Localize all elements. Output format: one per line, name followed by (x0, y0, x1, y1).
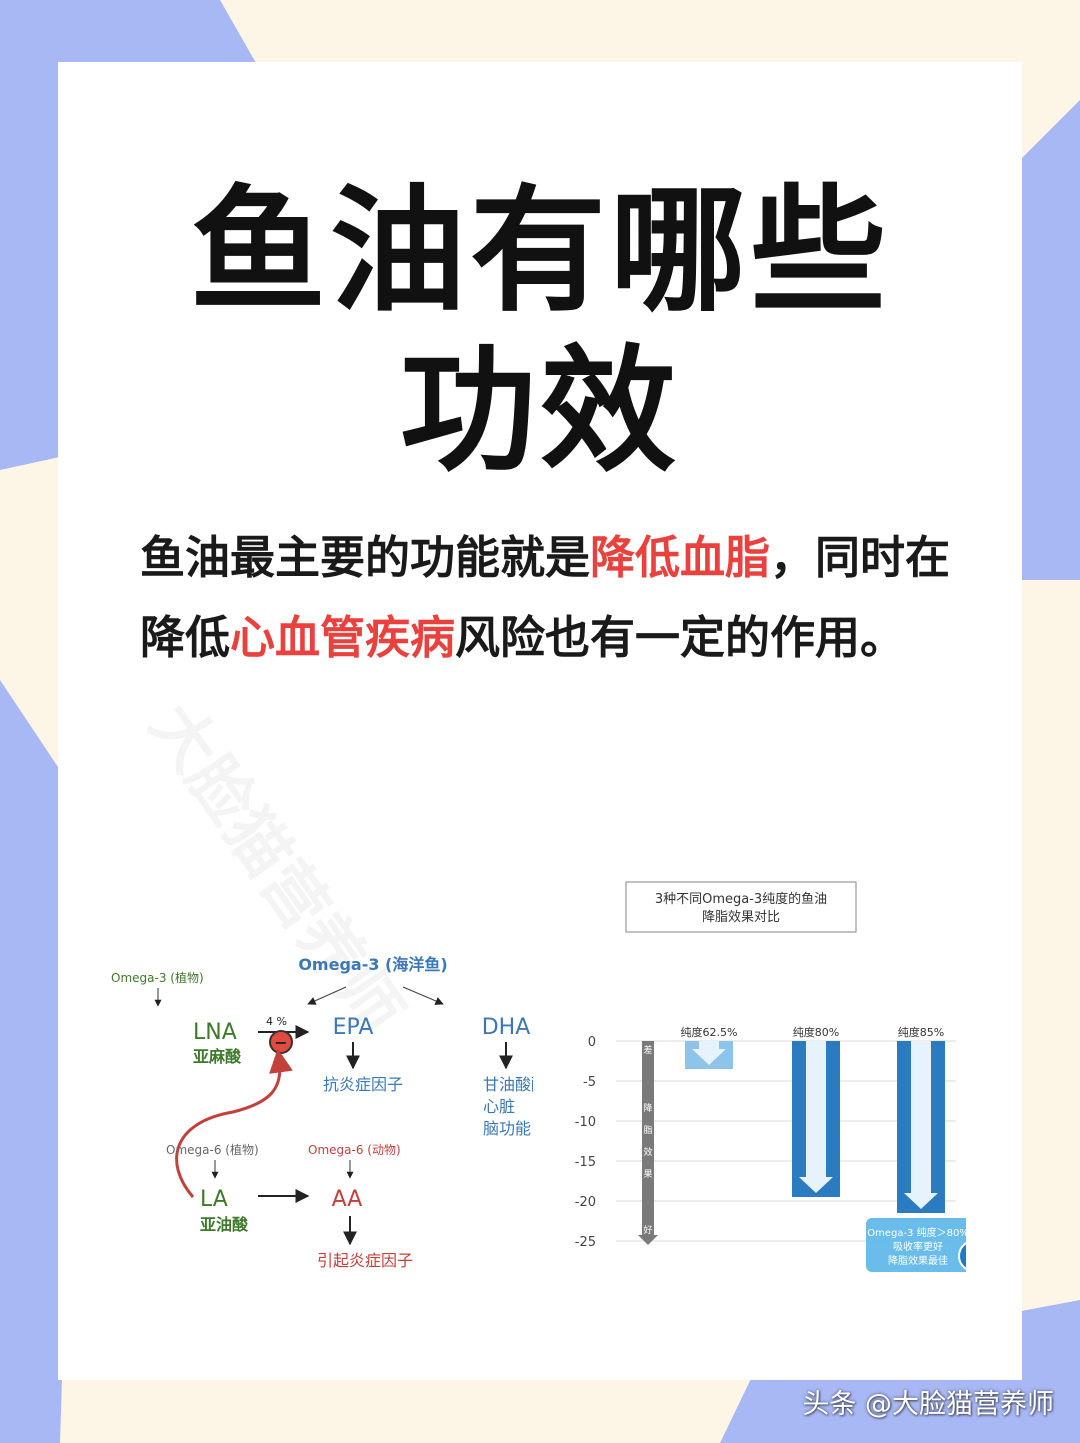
arrow-to-dha (402, 986, 444, 1005)
lipid-reduction-chart: 3种不同Omega-3纯度的鱼油 降脂效果对比 0-5-10-15-20-25 … (575, 881, 966, 1272)
y-tick-label: -20 (575, 1195, 596, 1210)
arrow-to-epa (307, 986, 347, 1005)
y-tick-label: -15 (575, 1155, 596, 1170)
chart-bars: 纯度62.5% 纯度80% 纯度85% (681, 1025, 945, 1213)
chart-title-line-2: 降脂效果对比 (702, 910, 780, 925)
dha-effect-3: 脑功能 (483, 1119, 531, 1138)
para-text-1: 鱼油最主要的功能就是 (140, 531, 591, 584)
bar-category-label: 纯度80% (793, 1025, 839, 1039)
title-line-2: 功效 (400, 333, 680, 491)
y-tick-label: -5 (583, 1075, 596, 1090)
chart-badge: Omega-3 纯度＞80% 吸收率更好 降脂效果最佳 (866, 1218, 966, 1272)
badge-line-1: Omega-3 纯度＞80% (867, 1226, 966, 1239)
bar-arrow-shaft (911, 1041, 931, 1193)
inhibit-symbol: − (274, 1033, 287, 1052)
bar-category-label: 纯度62.5% (681, 1025, 738, 1039)
y-axis-arrow-icon (638, 1235, 658, 1245)
bar-arrow-shaft (699, 1041, 719, 1049)
bar-arrow-icon (904, 1193, 938, 1209)
bar-category-label: 纯度85% (898, 1025, 944, 1039)
y-axis-label-char: 效 (643, 1146, 652, 1158)
y-axis-label-char: 脂 (643, 1124, 652, 1136)
diagram-top-label: Omega-3 (海洋鱼) (298, 955, 447, 974)
omega-pathway-diagram: Omega-3 (海洋鱼) Omega-3 (植物) LNA 亚麻酸 4 % −… (111, 955, 533, 1270)
badge-box (866, 1218, 966, 1272)
para-text-2: ，同时在降低 (140, 531, 951, 664)
curved-arrow-la-to-inhibit (175, 1048, 293, 1198)
aa-effect-label: 引起炎症因子 (317, 1251, 413, 1270)
y-axis-label-char: 降 (643, 1102, 652, 1114)
badge-logo-icon (958, 1242, 966, 1270)
animal-omega6-label: Omega-6 (动物) (308, 1143, 401, 1157)
y-axis-bar (642, 1041, 654, 1239)
footer-attribution: 头条 @大脸猫营养师 (802, 1389, 1054, 1420)
title-line-1: 鱼油有哪些 (190, 173, 890, 331)
dha-effect-2: 心脏 (483, 1097, 515, 1116)
lna-label: LNA (193, 1020, 237, 1045)
la-cn-label: 亚油酸 (200, 1215, 249, 1234)
para-text-3: 风险也有一定的作用。 (455, 611, 906, 664)
aa-label: AA (332, 1187, 363, 1212)
y-tick-label: -25 (575, 1235, 596, 1250)
highlight-lower-lipids: 降低血脂 (590, 531, 771, 584)
epa-label: EPA (333, 1015, 374, 1040)
y-axis-label-char: 果 (643, 1169, 652, 1180)
badge-line-2: 吸收率更好 (893, 1240, 943, 1253)
bar-arrow-icon (799, 1177, 833, 1193)
dha-effect-1: 甘油酸酯 (483, 1075, 533, 1094)
epa-effect-label: 抗炎症因子 (323, 1075, 403, 1094)
intro-paragraph: 鱼油最主要的功能就是降低血脂，同时在降低心血管疾病风险也有一定的作用。 (140, 518, 970, 678)
plant-omega6-label: Omega-6 (植物) (166, 1142, 259, 1157)
highlight-cardiovascular: 心血管疾病 (230, 611, 456, 664)
chart-title-line-1: 3种不同Omega-3纯度的鱼油 (655, 891, 827, 907)
y-axis-label-char: 好 (643, 1224, 652, 1236)
lna-cn-label: 亚麻酸 (193, 1047, 242, 1066)
plant-omega3-label: Omega-3 (植物) (111, 970, 204, 985)
y-axis-label-char: 差 (643, 1044, 652, 1056)
bar-arrow-icon (692, 1049, 726, 1065)
badge-line-3: 降脂效果最佳 (888, 1254, 948, 1267)
la-label: LA (200, 1187, 228, 1212)
y-tick-label: 0 (588, 1035, 596, 1050)
percent-label: 4 % (266, 1015, 287, 1028)
page-title: 鱼油有哪些 功效 (58, 172, 1022, 492)
bar-arrow-shaft (806, 1041, 826, 1177)
content-card: 鱼油有哪些 功效 大脸猫营养师 鱼油最主要的功能就是降低血脂，同时在降低心血管疾… (58, 62, 1022, 1380)
y-tick-label: -10 (575, 1115, 596, 1130)
chart-title-box (625, 881, 857, 933)
dha-label: DHA (482, 1015, 531, 1040)
